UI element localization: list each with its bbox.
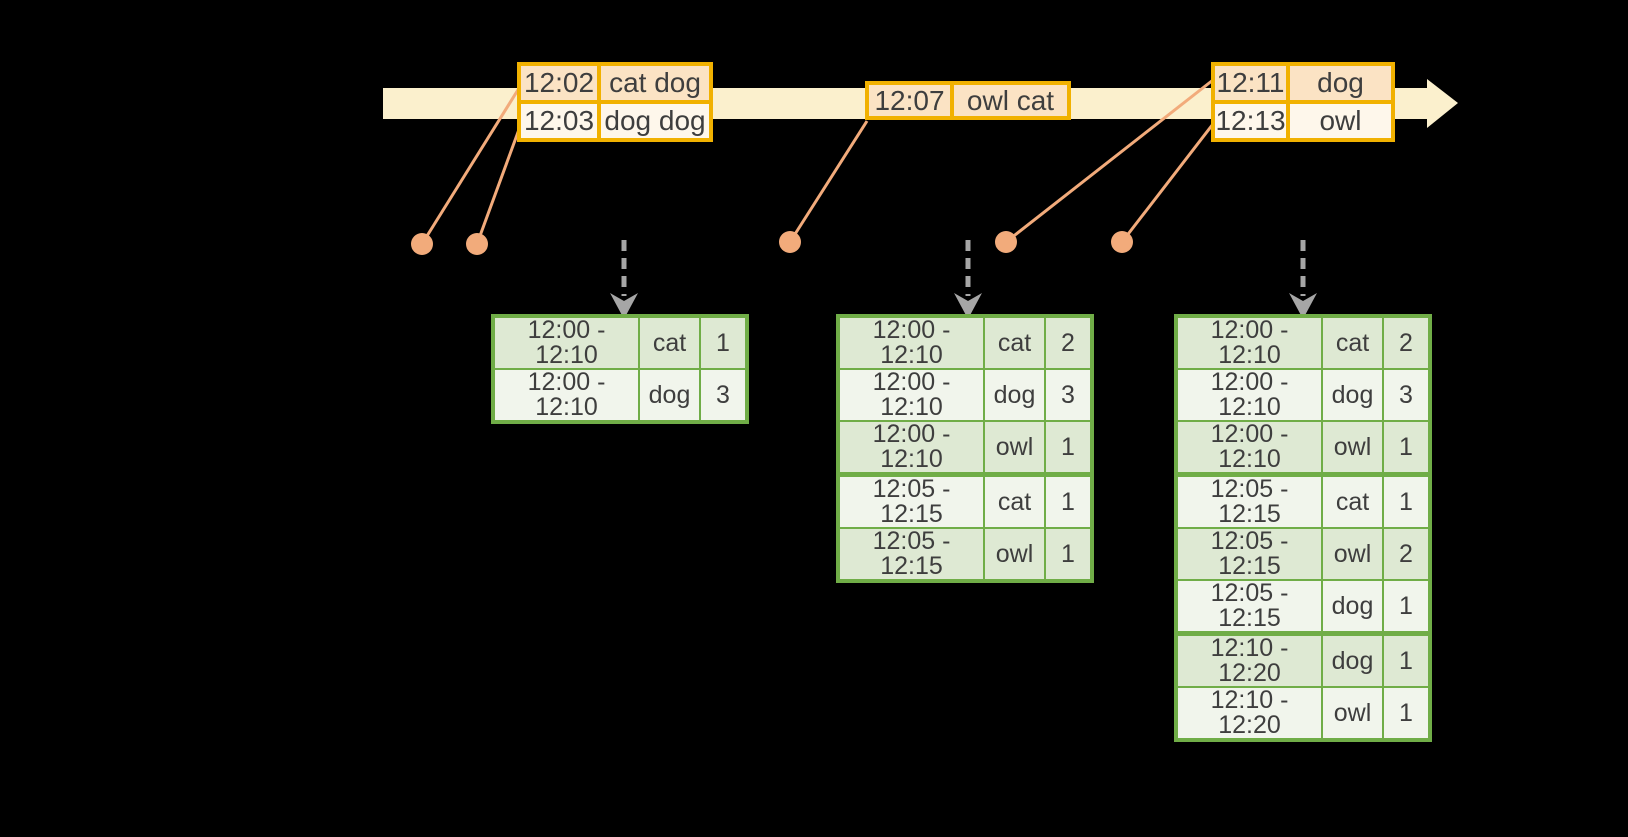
event-dot	[466, 233, 488, 255]
event-row: 12:11 dog	[1211, 62, 1395, 104]
window-cell: 12:05 - 12:15	[1175, 579, 1323, 635]
trigger-arrowhead-icon	[954, 293, 982, 319]
result-row: 12:05 - 12:15 owl 1	[837, 527, 1093, 582]
word-cell: owl	[1321, 686, 1384, 741]
count-cell: 1	[1044, 527, 1093, 582]
window-cell: 12:10 - 12:20	[1175, 686, 1323, 741]
window-cell: 12:05 - 12:15	[1175, 472, 1323, 529]
word-cell: owl	[983, 420, 1046, 476]
word-cell: dog	[638, 368, 701, 423]
event-connector	[475, 123, 523, 245]
event-words-cell: dog	[1286, 62, 1395, 104]
count-cell: 1	[1044, 420, 1093, 476]
event-time-cell: 12:11	[1211, 62, 1290, 104]
result-row: 12:10 - 12:20 dog 1	[1175, 631, 1431, 688]
input-batch-table-2: 12:07 owl cat	[865, 81, 1071, 120]
event-time-cell: 12:03	[517, 100, 601, 142]
event-row: 12:07 owl cat	[865, 81, 1071, 120]
result-row: 12:05 - 12:15 owl 2	[1175, 527, 1431, 581]
count-cell: 2	[1382, 315, 1431, 370]
trigger-arrowhead-icon	[610, 293, 638, 319]
result-row: 12:10 - 12:20 owl 1	[1175, 686, 1431, 741]
event-connector	[788, 120, 869, 243]
result-row: 12:00 - 12:10 owl 1	[837, 420, 1093, 476]
window-cell: 12:00 - 12:10	[492, 368, 640, 423]
event-dot	[411, 233, 433, 255]
result-row: 12:05 - 12:15 cat 1	[1175, 472, 1431, 529]
event-words-cell: owl cat	[950, 81, 1071, 120]
count-cell: 3	[1044, 368, 1093, 422]
word-cell: dog	[1321, 631, 1384, 688]
count-cell: 1	[699, 315, 748, 370]
event-dot	[779, 231, 801, 253]
window-cell: 12:00 - 12:10	[837, 420, 985, 476]
word-cell: dog	[1321, 368, 1384, 422]
word-cell: dog	[1321, 579, 1384, 635]
result-row: 12:00 - 12:10 cat 1	[492, 315, 748, 370]
result-row: 12:00 - 12:10 cat 2	[837, 315, 1093, 370]
window-cell: 12:05 - 12:15	[837, 527, 985, 582]
event-row: 12:03 dog dog	[517, 100, 713, 142]
window-cell: 12:00 - 12:10	[837, 368, 985, 422]
result-row: 12:00 - 12:10 dog 3	[837, 368, 1093, 422]
result-row: 12:00 - 12:10 cat 2	[1175, 315, 1431, 370]
event-connector	[1120, 123, 1215, 243]
count-cell: 1	[1382, 579, 1431, 635]
event-row: 12:13 owl	[1211, 100, 1395, 142]
trigger-arrowhead-icon	[1289, 293, 1317, 319]
count-cell: 1	[1382, 686, 1431, 741]
result-table-2: 12:00 - 12:10 cat 2 12:00 - 12:10 dog 3 …	[836, 314, 1094, 583]
result-row: 12:00 - 12:10 dog 3	[492, 368, 748, 423]
word-cell: cat	[983, 472, 1046, 529]
event-dot	[1111, 231, 1133, 253]
count-cell: 3	[1382, 368, 1431, 422]
event-dot	[995, 231, 1017, 253]
count-cell: 3	[699, 368, 748, 423]
input-batch-table-1: 12:02 cat dog 12:03 dog dog	[517, 62, 713, 142]
window-cell: 12:00 - 12:10	[492, 315, 640, 370]
window-cell: 12:05 - 12:15	[837, 472, 985, 529]
result-table-3: 12:00 - 12:10 cat 2 12:00 - 12:10 dog 3 …	[1174, 314, 1432, 742]
count-cell: 2	[1382, 527, 1431, 581]
word-cell: dog	[983, 368, 1046, 422]
window-cell: 12:10 - 12:20	[1175, 631, 1323, 688]
word-cell: owl	[983, 527, 1046, 582]
event-time-cell: 12:02	[517, 62, 601, 104]
result-row: 12:05 - 12:15 cat 1	[837, 472, 1093, 529]
event-words-cell: cat dog	[597, 62, 713, 104]
event-time-cell: 12:07	[865, 81, 954, 120]
timeline-arrowhead-icon	[1427, 79, 1458, 128]
window-cell: 12:00 - 12:10	[837, 315, 985, 370]
word-cell: cat	[638, 315, 701, 370]
window-cell: 12:00 - 12:10	[1175, 368, 1323, 422]
input-batch-table-3: 12:11 dog 12:13 owl	[1211, 62, 1395, 142]
count-cell: 1	[1382, 420, 1431, 476]
word-cell: owl	[1321, 420, 1384, 476]
event-row: 12:02 cat dog	[517, 62, 713, 104]
result-row: 12:00 - 12:10 owl 1	[1175, 420, 1431, 476]
result-row: 12:00 - 12:10 dog 3	[1175, 368, 1431, 422]
window-cell: 12:05 - 12:15	[1175, 527, 1323, 581]
event-connector	[420, 84, 523, 245]
event-words-cell: dog dog	[597, 100, 713, 142]
window-cell: 12:00 - 12:10	[1175, 315, 1323, 370]
result-row: 12:05 - 12:15 dog 1	[1175, 579, 1431, 635]
word-cell: cat	[1321, 472, 1384, 529]
word-cell: owl	[1321, 527, 1384, 581]
count-cell: 1	[1382, 472, 1431, 529]
event-connector	[1005, 78, 1214, 244]
result-table-1: 12:00 - 12:10 cat 1 12:00 - 12:10 dog 3	[491, 314, 749, 424]
count-cell: 2	[1044, 315, 1093, 370]
count-cell: 1	[1044, 472, 1093, 529]
word-cell: cat	[983, 315, 1046, 370]
event-words-cell: owl	[1286, 100, 1395, 142]
word-cell: cat	[1321, 315, 1384, 370]
count-cell: 1	[1382, 631, 1431, 688]
window-cell: 12:00 - 12:10	[1175, 420, 1323, 476]
event-time-cell: 12:13	[1211, 100, 1290, 142]
